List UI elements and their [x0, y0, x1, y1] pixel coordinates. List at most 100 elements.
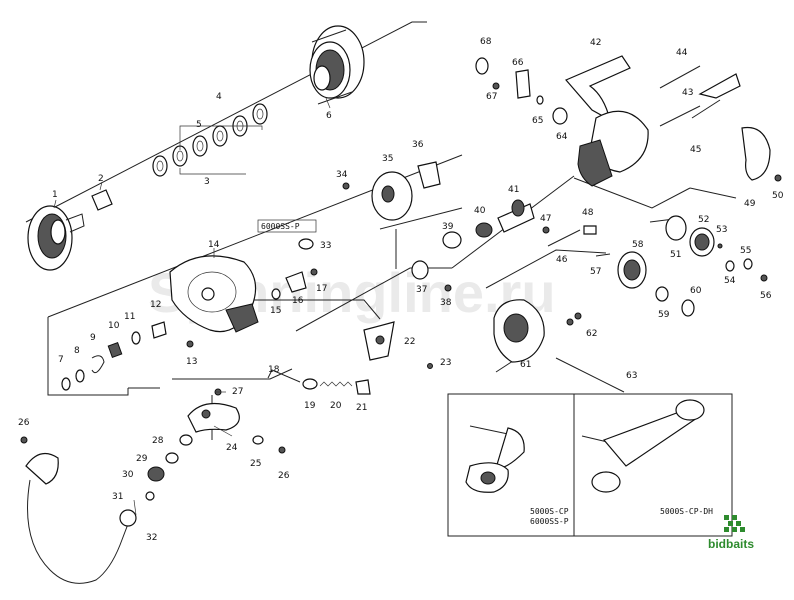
callout-46: 46 [556, 255, 568, 265]
callout-10: 10 [108, 321, 120, 331]
callout-63: 63 [626, 371, 637, 381]
variant-labels: 6000SS-P 5000S-CP 6000SS-P 5000S-CP-DH [257, 219, 713, 526]
bidbaits-logo: bidbaits [708, 515, 754, 551]
callout-38: 38 [440, 298, 452, 308]
callout-14: 14 [208, 240, 220, 250]
callout-56: 56 [760, 291, 772, 301]
callout-36: 36 [412, 140, 424, 150]
callout-13: 13 [186, 357, 197, 367]
callout-44: 44 [676, 48, 688, 58]
callout-21: 21 [356, 403, 367, 413]
callout-29: 29 [136, 454, 148, 464]
callout-65: 65 [532, 116, 543, 126]
callout-39: 39 [442, 222, 454, 232]
callout-27: 27 [232, 387, 243, 397]
callout-35: 35 [382, 154, 393, 164]
callout-3: 3 [204, 177, 210, 187]
callout-48: 48 [582, 208, 594, 218]
callout-52: 52 [698, 215, 709, 225]
bail-arm-assembly [145, 388, 286, 501]
callout-32: 32 [146, 533, 157, 543]
side-plate-parts [493, 299, 582, 363]
callout-57: 57 [590, 267, 601, 277]
callout-60: 60 [690, 286, 702, 296]
callout-49: 49 [744, 199, 756, 209]
bail-wire-parts [267, 369, 371, 395]
callout-37: 37 [416, 285, 427, 295]
callout-labels: 1 2 3 4 5 6 7 8 9 10 11 12 13 14 15 16 1… [18, 37, 784, 543]
handle-options-box [447, 393, 733, 537]
callout-59: 59 [658, 310, 670, 320]
callout-41: 41 [508, 185, 519, 195]
callout-2: 2 [98, 174, 104, 184]
callout-33: 33 [320, 241, 331, 251]
callout-25: 25 [250, 459, 261, 469]
callout-50: 50 [772, 191, 784, 201]
callout-7: 7 [58, 355, 64, 365]
callout-22: 22 [404, 337, 415, 347]
callout-30: 30 [122, 470, 134, 480]
callout-6: 6 [326, 111, 332, 121]
callout-66: 66 [512, 58, 524, 68]
callout-20: 20 [330, 401, 342, 411]
handle-knob-parts [741, 126, 782, 182]
reel-body [565, 55, 741, 187]
callout-23: 23 [440, 358, 451, 368]
callout-12: 12 [150, 300, 161, 310]
callout-26-bail: 26 [18, 418, 30, 428]
logo-text: bidbaits [708, 537, 754, 551]
callout-64: 64 [556, 132, 568, 142]
drag-knob-part [27, 205, 85, 271]
anti-reverse-parts [475, 57, 568, 125]
drag-washers [152, 103, 268, 177]
clip-part [91, 189, 113, 211]
callout-28: 28 [152, 436, 164, 446]
callout-68: 68 [480, 37, 492, 47]
callout-61: 61 [520, 360, 531, 370]
callout-8: 8 [74, 346, 80, 356]
line-roller-cover [363, 321, 433, 369]
callout-53: 53 [716, 225, 727, 235]
bail-wire [20, 436, 137, 584]
callout-26: 26 [278, 471, 290, 481]
callout-5: 5 [196, 120, 202, 130]
callout-45: 45 [690, 145, 701, 155]
callout-58: 58 [632, 240, 644, 250]
spec-label-33: 6000SS-P [261, 222, 300, 231]
shaft-small-parts [61, 321, 194, 391]
leader-lines [53, 97, 331, 516]
callout-19: 19 [304, 401, 316, 411]
drive-gear-parts [665, 215, 768, 282]
callout-34: 34 [336, 170, 348, 180]
callout-24: 24 [226, 443, 238, 453]
handle-variant-right: 5000S-CP-DH [660, 507, 713, 516]
callout-42: 42 [590, 38, 601, 48]
callout-62: 62 [586, 329, 597, 339]
callout-15: 15 [270, 306, 281, 316]
handle-variant-left-2: 6000SS-P [530, 517, 569, 526]
callout-43: 43 [682, 88, 693, 98]
callout-18: 18 [268, 365, 280, 375]
spool-part [309, 25, 365, 105]
callout-11: 11 [124, 312, 135, 322]
pinion-parts [411, 199, 535, 292]
callout-55: 55 [740, 246, 751, 256]
main-gear-parts [595, 251, 695, 317]
callout-54: 54 [724, 276, 736, 286]
callout-16: 16 [292, 296, 304, 306]
callout-9: 9 [90, 333, 96, 343]
callout-1: 1 [52, 190, 58, 200]
callout-4: 4 [216, 92, 222, 102]
shaft-pins [542, 225, 597, 247]
bail-arm-parts [271, 268, 318, 300]
callout-40: 40 [474, 206, 486, 216]
handle-variant-left-1: 5000S-CP [530, 507, 569, 516]
callout-51: 51 [670, 250, 681, 260]
callout-47: 47 [540, 214, 551, 224]
callout-67: 67 [486, 92, 497, 102]
rotor-part [169, 255, 259, 333]
body-cover-parts [298, 161, 441, 250]
callout-31: 31 [112, 492, 123, 502]
